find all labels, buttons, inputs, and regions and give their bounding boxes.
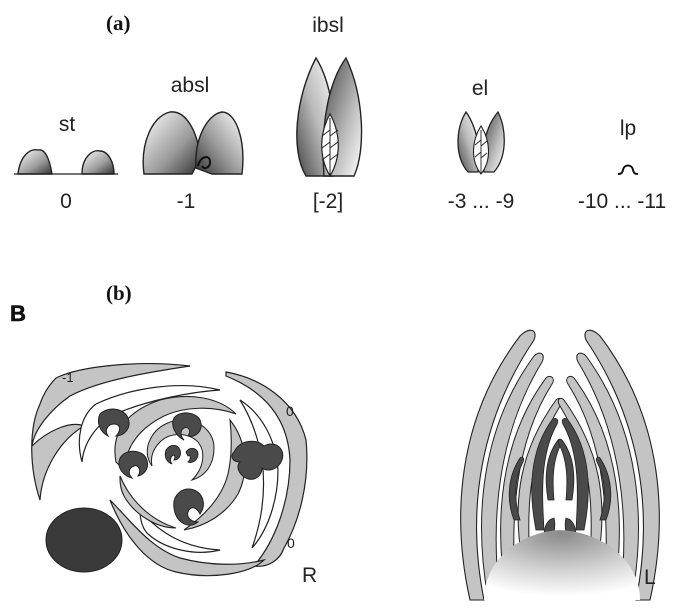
stage-absl-name: absl xyxy=(171,74,210,97)
cross-section-letter: R xyxy=(302,564,317,587)
cross-section-R: -1 0 0 R xyxy=(32,364,317,587)
stage-st-index: 0 xyxy=(60,190,72,213)
stage-lp-primordium xyxy=(618,166,638,175)
stage-absl-index: -1 xyxy=(177,190,196,213)
stage-lp-name: lp xyxy=(620,117,636,140)
stage-el-index: -3 ... -9 xyxy=(448,190,515,213)
stage-ibsl-index: [-2] xyxy=(313,190,343,213)
dark-oval-cross xyxy=(46,508,122,572)
cross-leaf-number-0-top: 0 xyxy=(286,403,294,419)
panel-a-label: (a) xyxy=(106,11,131,35)
stage-absl-leaf-right xyxy=(196,112,243,174)
stage-absl: absl -1 xyxy=(143,74,243,213)
primordium-center-cross xyxy=(165,446,180,465)
stage-ibsl: ibsl [-2] xyxy=(297,14,362,213)
cross-leaf-number-minus1: -1 xyxy=(62,370,74,385)
stage-lp-index: -10 ... -11 xyxy=(578,190,666,213)
primordium-3-cross xyxy=(119,451,148,478)
cross-leaf-number-0-bottom: 0 xyxy=(287,535,295,551)
long-section-letter: L xyxy=(644,566,656,589)
stage-st-bud-left xyxy=(18,150,52,174)
long-dark-leaf-left-2 xyxy=(546,439,562,500)
stage-st: st 0 xyxy=(14,113,118,213)
primordium-1-cross xyxy=(98,409,129,436)
stage-el-name: el xyxy=(472,77,488,100)
longitudinal-section-L: L xyxy=(461,330,660,600)
long-dark-leaf-right-2 xyxy=(558,439,574,500)
stage-absl-leaf-left xyxy=(143,112,200,174)
stage-st-name: st xyxy=(59,113,76,136)
stage-ibsl-name: ibsl xyxy=(312,14,344,37)
stage-el: el -3 ... -9 xyxy=(448,77,515,213)
primordium-center-b-cross xyxy=(186,448,198,462)
stage-lp: lp -10 ... -11 xyxy=(578,117,666,213)
panel-b-letter: B xyxy=(10,301,26,326)
stage-st-bud-right xyxy=(82,151,114,174)
panel-b-label: (b) xyxy=(106,281,132,305)
